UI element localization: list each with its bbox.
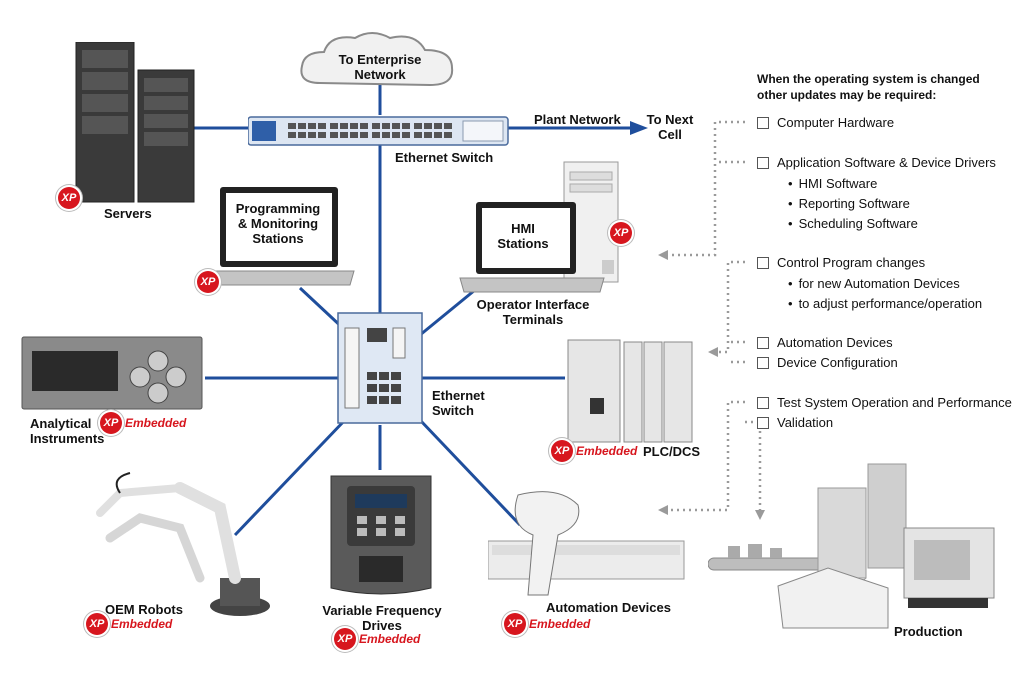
- plc-xp-embedded: XP Embedded: [551, 440, 637, 462]
- automation-xp-embedded: XP Embedded: [504, 613, 590, 635]
- checklist-item-device-configuration[interactable]: Device Configuration: [757, 355, 898, 370]
- bullet-new-devices: for new Automation Devices: [788, 276, 960, 291]
- automation-devices-label: Automation Devices: [546, 600, 671, 615]
- checkbox[interactable]: [757, 396, 769, 409]
- enterprise-network-label: To Enterprise Network: [338, 52, 422, 82]
- hmi-stations-label: HMI Stations: [497, 221, 549, 251]
- xp-logo-icon: XP: [610, 222, 632, 244]
- laptop-icon: [203, 187, 355, 286]
- checklist-item-app-software[interactable]: Application Software & Device Drivers: [757, 155, 996, 170]
- servers-xp-badge: XP: [58, 187, 80, 209]
- checklist-item-validation[interactable]: Validation: [757, 415, 833, 430]
- production-label: Production: [894, 624, 963, 639]
- arrow-next-cell: [630, 121, 648, 135]
- vfd-label: Variable Frequency Drives: [322, 603, 442, 633]
- center-switch-icon: [337, 312, 423, 424]
- rack-switch-icon: [248, 116, 509, 146]
- cloud-icon: [300, 32, 454, 87]
- hmi-laptop-icon: [459, 202, 605, 293]
- servers-icon: [75, 42, 195, 203]
- analytical-xp-embedded: XP Embedded: [100, 412, 186, 434]
- xp-logo-icon: XP: [504, 613, 526, 635]
- checkbox[interactable]: [757, 336, 769, 349]
- xp-logo-icon: XP: [197, 271, 219, 293]
- xp-logo-icon: XP: [86, 613, 108, 635]
- plant-network-label: Plant Network: [534, 112, 621, 127]
- vfd-xp-embedded: XP Embedded: [334, 628, 420, 650]
- bullet-adjust-performance: to adjust performance/operation: [788, 296, 983, 311]
- link-robots-center: [233, 418, 347, 537]
- bullet-scheduling-software: Scheduling Software: [788, 216, 918, 231]
- dotted-to-production: [745, 420, 762, 510]
- servers-label: Servers: [104, 206, 152, 221]
- checklist-heading: When the operating system is changed oth…: [757, 72, 980, 102]
- prog-xp-badge: XP: [197, 271, 219, 293]
- bullet-hmi-software: HMI Software: [788, 176, 878, 191]
- xp-logo-icon: XP: [551, 440, 573, 462]
- plc-icon: [567, 339, 693, 443]
- checklist-item-computer-hardware[interactable]: Computer Hardware: [757, 115, 894, 130]
- checklist-item-automation-devices[interactable]: Automation Devices: [757, 335, 893, 350]
- hmi-xp-badge: XP: [610, 222, 632, 244]
- xp-logo-icon: XP: [58, 187, 80, 209]
- dotted-to-plc: [718, 260, 745, 354]
- ethernet-switch-center-label: Ethernet Switch: [432, 388, 485, 418]
- plc-label: PLC/DCS: [643, 444, 701, 459]
- xp-logo-icon: XP: [334, 628, 356, 650]
- checkbox[interactable]: [757, 116, 769, 129]
- checkbox[interactable]: [757, 156, 769, 169]
- production-plant-icon: [708, 463, 995, 629]
- robots-xp-embedded: XP Embedded: [86, 613, 172, 635]
- checklist-item-control-program[interactable]: Control Program changes: [757, 255, 925, 270]
- bullet-reporting-software: Reporting Software: [788, 196, 910, 211]
- checkbox[interactable]: [757, 356, 769, 369]
- analytical-instrument-icon: [21, 336, 203, 410]
- link-hmi-center: [419, 288, 476, 337]
- robot-arm-icon: [96, 472, 270, 616]
- analytical-label: Analytical Instruments: [30, 416, 105, 446]
- operator-terminals-label: Operator Interface Terminals: [476, 297, 590, 327]
- prog-stations-label: Programming & Monitoring Stations: [235, 201, 321, 246]
- automation-devices-icon: [488, 491, 685, 596]
- link-automation-center: [418, 418, 522, 527]
- vfd-icon: [330, 475, 432, 595]
- oem-robots-label: OEM Robots: [105, 602, 183, 617]
- xp-logo-icon: XP: [100, 412, 122, 434]
- checkbox[interactable]: [757, 416, 769, 429]
- checkbox[interactable]: [757, 256, 769, 269]
- checklist-item-test-system[interactable]: Test System Operation and Performance: [757, 395, 1012, 410]
- ethernet-switch-top-label: Ethernet Switch: [395, 150, 494, 165]
- dotted-to-hmi: [668, 120, 745, 257]
- next-cell-label: To Next Cell: [646, 112, 694, 142]
